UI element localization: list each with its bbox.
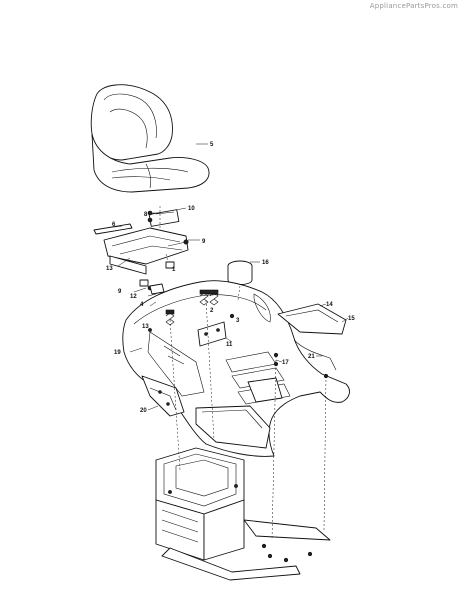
callout-3: 3 xyxy=(236,318,240,324)
floor-pad xyxy=(277,303,347,335)
callout-10: 10 xyxy=(188,206,195,212)
fender-body xyxy=(122,280,350,457)
callout-11: 11 xyxy=(226,342,233,348)
callout-9-lower: 9 xyxy=(118,289,122,295)
callout-16: 16 xyxy=(262,260,269,266)
springs xyxy=(148,289,235,347)
lower-bracket xyxy=(141,375,185,417)
callout-1: 1 xyxy=(172,267,176,273)
callout-8: 8 xyxy=(144,212,148,218)
seat-pan xyxy=(93,209,189,307)
callout-13-left: 13 xyxy=(106,266,113,272)
callout-leaders xyxy=(105,143,349,411)
callouts: 5 6 8 10 9 1 13 9 12 4 16 14 15 2 3 13 1… xyxy=(106,142,355,414)
watermark: AppliancePartsPros.com xyxy=(369,2,458,10)
callout-9-upper: 9 xyxy=(202,239,206,245)
callout-6: 6 xyxy=(112,222,116,228)
callout-4: 4 xyxy=(140,302,144,308)
callout-13-right: 13 xyxy=(142,324,149,330)
callout-17: 17 xyxy=(282,360,289,366)
callout-5: 5 xyxy=(210,142,214,148)
assembly-lines xyxy=(159,206,327,541)
frame xyxy=(155,447,331,581)
callout-15: 15 xyxy=(348,316,355,322)
callout-19: 19 xyxy=(114,350,121,356)
callout-21: 21 xyxy=(308,354,315,360)
callout-14: 14 xyxy=(326,302,333,308)
callout-2: 2 xyxy=(210,308,214,314)
callout-12: 12 xyxy=(130,294,137,300)
seat xyxy=(90,84,210,193)
callout-20: 20 xyxy=(140,408,147,414)
